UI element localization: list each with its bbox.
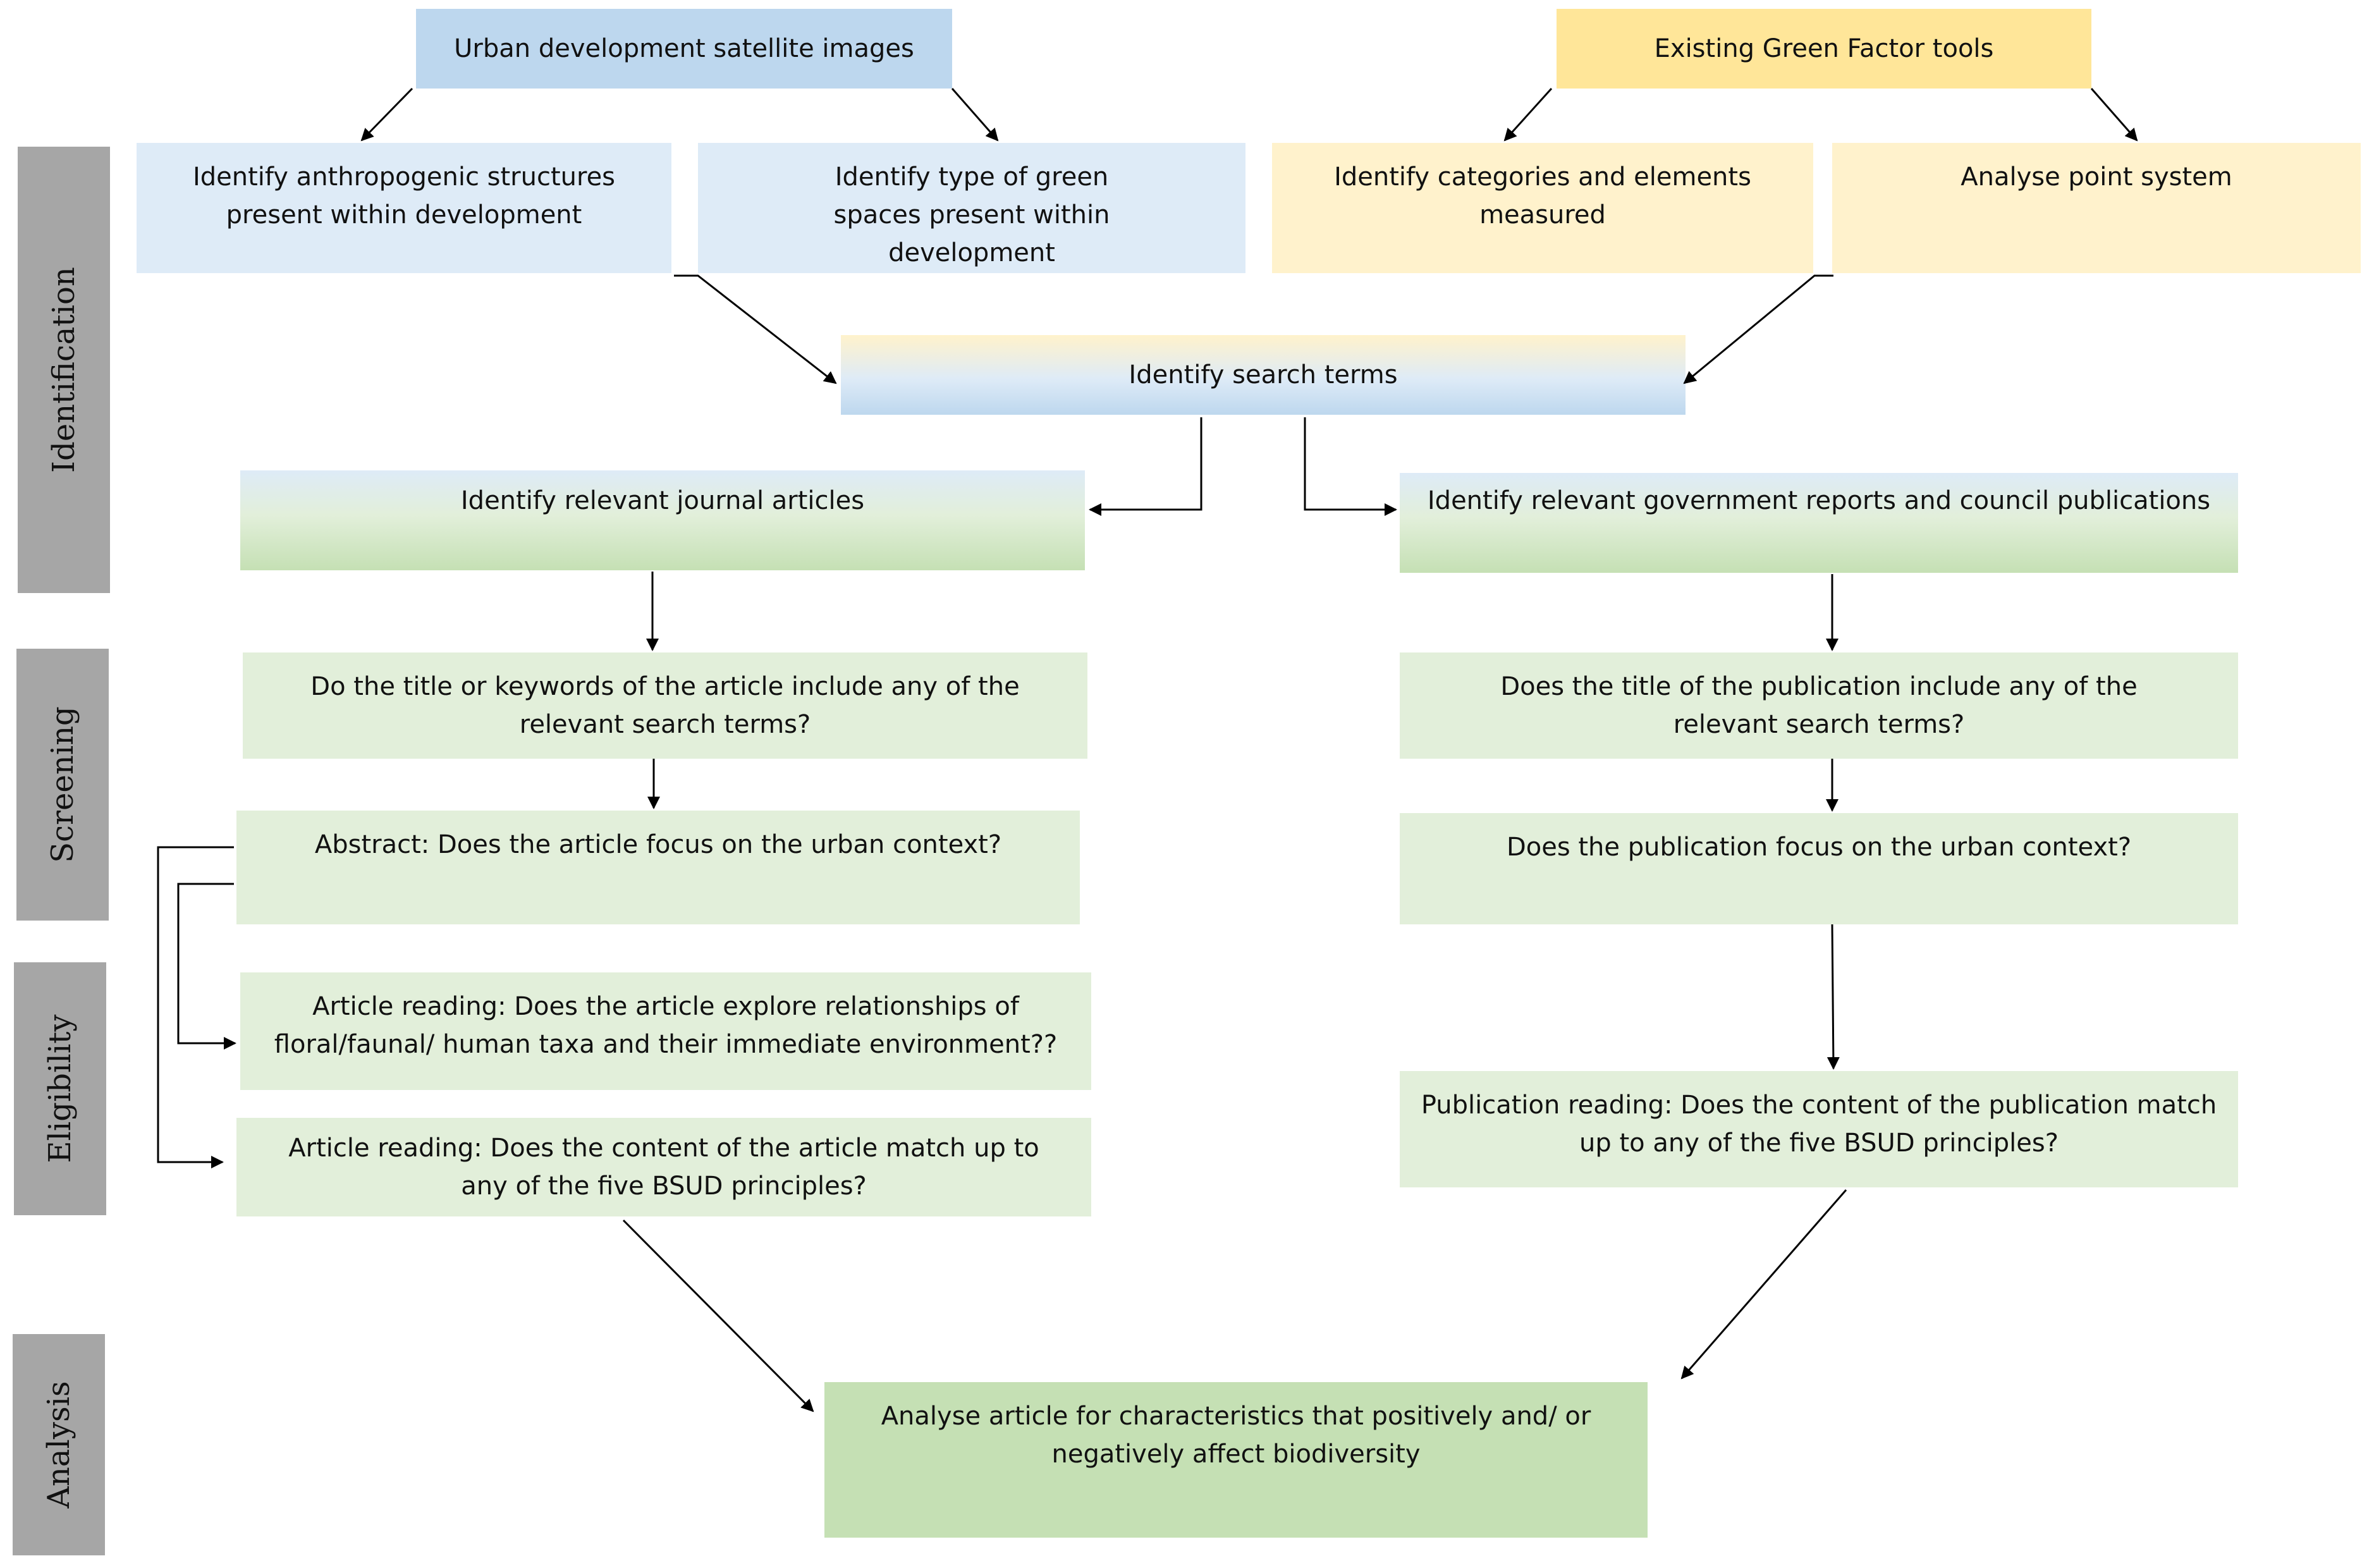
arrow-publication-bsud-to-analysis bbox=[1680, 1189, 1847, 1380]
satellite-images-box: Urban development satellite images bbox=[416, 9, 952, 89]
point-system-text: Analyse point system bbox=[1961, 162, 2232, 192]
stage-screening: Screening bbox=[16, 649, 109, 921]
arrow-tools-to-categories bbox=[1503, 87, 1553, 142]
search-terms-box: Identify search terms bbox=[841, 335, 1686, 415]
government-reports-box: Identify relevant government reports and… bbox=[1400, 473, 2238, 573]
article-title-keywords-box: Do the title or keywords of the article … bbox=[243, 652, 1087, 759]
arrow-search-to-journal bbox=[1089, 417, 1202, 516]
article-relationships-text: Article reading: Does the article explor… bbox=[274, 992, 1058, 1059]
journal-articles-box: Identify relevant journal articles bbox=[240, 470, 1085, 570]
arrow-abstract-to-article-bsud bbox=[157, 846, 234, 1168]
anthropogenic-structures-box: Identify anthropogenic structures presen… bbox=[137, 143, 671, 273]
article-relationships-box: Article reading: Does the article explor… bbox=[240, 972, 1091, 1090]
stage-eligibility: Eligibility bbox=[14, 962, 106, 1215]
arrow-anthropogenic-to-search bbox=[674, 274, 837, 384]
arrow-categories-to-search bbox=[1683, 274, 1833, 384]
stage-identification: Identification bbox=[18, 147, 110, 593]
analyse-biodiversity-text: Analyse article for characteristics that… bbox=[881, 1402, 1591, 1469]
stage-analysis: Analysis bbox=[13, 1334, 105, 1555]
publication-bsud-text: Publication reading: Does the content of… bbox=[1421, 1091, 2217, 1158]
green-space-types-text: Identify type of green spaces present wi… bbox=[833, 162, 1110, 267]
publication-bsud-box: Publication reading: Does the content of… bbox=[1400, 1071, 2238, 1187]
green-factor-tools-text: Existing Green Factor tools bbox=[1654, 34, 1994, 63]
article-title-keywords-text: Do the title or keywords of the article … bbox=[310, 672, 1020, 739]
arrow-satellite-to-green-spaces bbox=[951, 88, 999, 142]
publication-urban-text: Does the publication focus on the urban … bbox=[1506, 833, 2132, 862]
abstract-urban-box: Abstract: Does the article focus on the … bbox=[236, 811, 1080, 924]
arrow-tools-to-point-system bbox=[2090, 88, 2138, 142]
categories-elements-box: Identify categories and elements measure… bbox=[1272, 143, 1813, 273]
arrow-satellite-to-anthropogenic bbox=[360, 87, 413, 142]
arrow-search-to-government bbox=[1304, 417, 1397, 516]
point-system-box: Analyse point system bbox=[1832, 143, 2361, 273]
satellite-images-text: Urban development satellite images bbox=[454, 34, 914, 63]
journal-articles-text: Identify relevant journal articles bbox=[460, 486, 865, 515]
arrow-article-bsud-to-analysis bbox=[622, 1219, 814, 1412]
categories-elements-text: Identify categories and elements measure… bbox=[1334, 162, 1751, 230]
search-terms-text: Identify search terms bbox=[1129, 360, 1398, 389]
green-factor-tools-box: Existing Green Factor tools bbox=[1557, 9, 2091, 89]
anthropogenic-structures-text: Identify anthropogenic structures presen… bbox=[192, 162, 616, 230]
publication-title-text: Does the title of the publication includ… bbox=[1500, 672, 2138, 739]
publication-title-box: Does the title of the publication includ… bbox=[1400, 652, 2238, 759]
article-bsud-text: Article reading: Does the content of the… bbox=[288, 1134, 1039, 1201]
government-reports-text: Identify relevant government reports and… bbox=[1427, 486, 2211, 515]
article-bsud-box: Article reading: Does the content of the… bbox=[236, 1118, 1091, 1216]
abstract-urban-text: Abstract: Does the article focus on the … bbox=[314, 830, 1002, 859]
arrow-abstract-to-relationships bbox=[177, 883, 236, 1050]
arrow-publication-urban-to-bsud bbox=[1826, 924, 1840, 1070]
publication-urban-box: Does the publication focus on the urban … bbox=[1400, 813, 2238, 924]
analyse-biodiversity-box: Analyse article for characteristics that… bbox=[824, 1382, 1648, 1538]
green-space-types-box: Identify type of green spaces present wi… bbox=[698, 143, 1245, 273]
